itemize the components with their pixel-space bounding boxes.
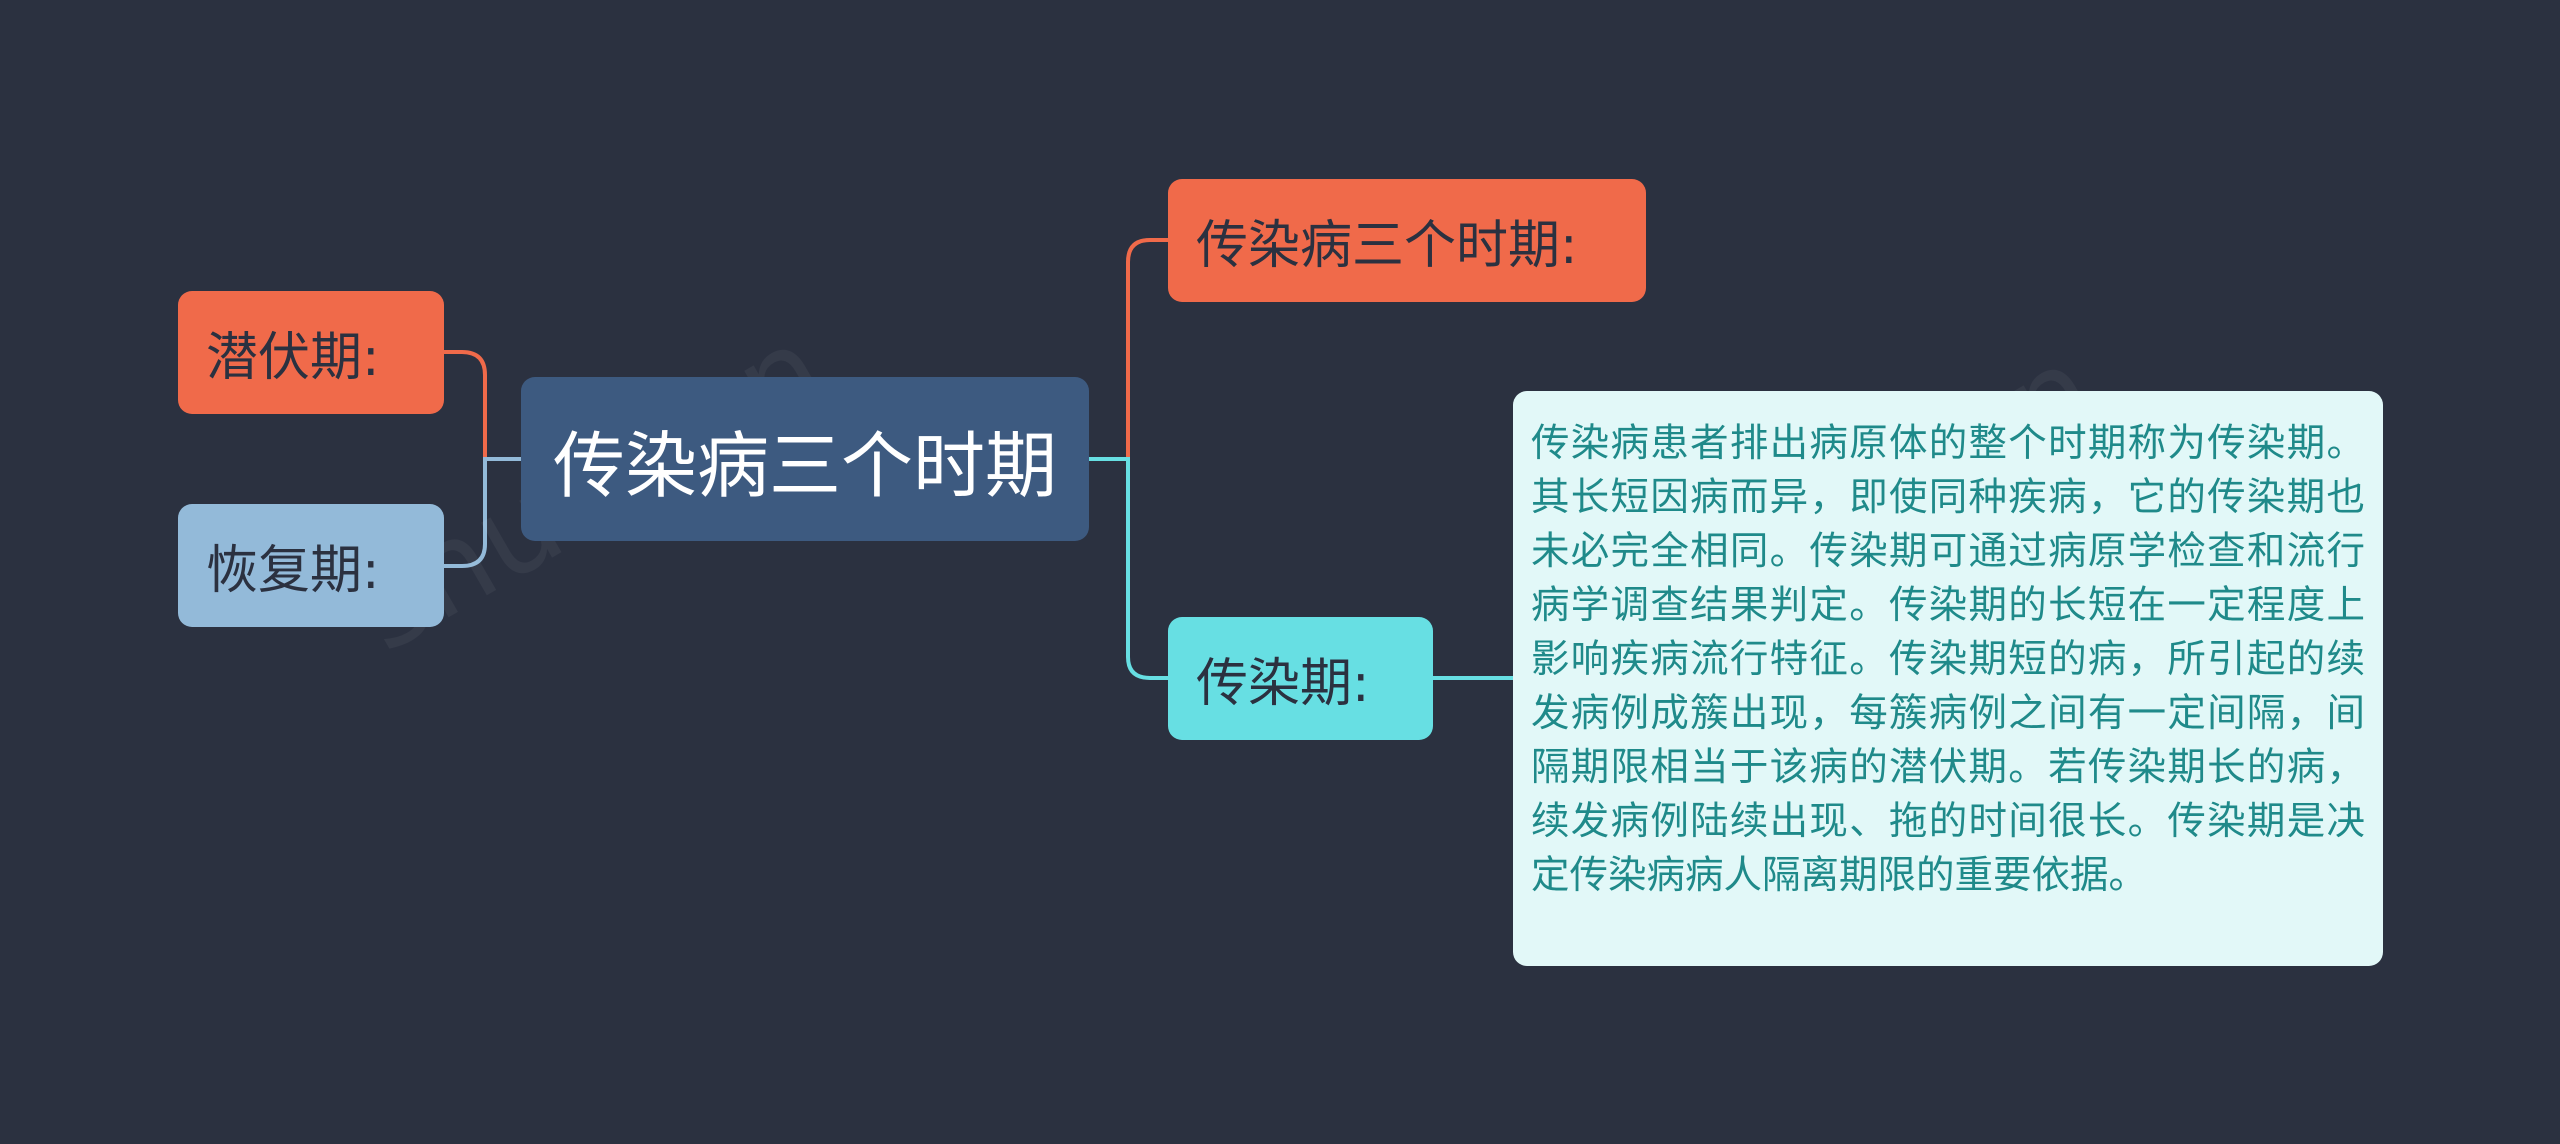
connector-root-to-periods [1089, 238, 1168, 461]
node-label: 传染期: [1196, 654, 1370, 714]
node-three-periods[interactable]: 传染病三个时期: [1168, 179, 1646, 302]
connector-root-to-infectious [1089, 457, 1168, 680]
connector-root-to-recovery [444, 457, 521, 568]
root-label: 传染病三个时期 [552, 423, 1057, 508]
detail-note[interactable]: 传染病患者排出病原体的整个时期称为传染期。其长短因病而异，即使同种疾病，它的传染… [1513, 391, 2383, 966]
node-recovery-period[interactable]: 恢复期: [178, 504, 444, 627]
node-label: 传染病三个时期: [1196, 216, 1578, 276]
root-node[interactable]: 传染病三个时期 [521, 377, 1089, 541]
node-infectious-period[interactable]: 传染期: [1168, 617, 1433, 740]
node-label: 潜伏期: [206, 328, 380, 388]
connector-root-to-latency [444, 350, 521, 461]
detail-text: 传染病患者排出病原体的整个时期称为传染期。其长短因病而异，即使同种疾病，它的传染… [1531, 421, 2365, 898]
node-label: 恢复期: [206, 541, 380, 601]
node-latency-period[interactable]: 潜伏期: [178, 291, 444, 414]
